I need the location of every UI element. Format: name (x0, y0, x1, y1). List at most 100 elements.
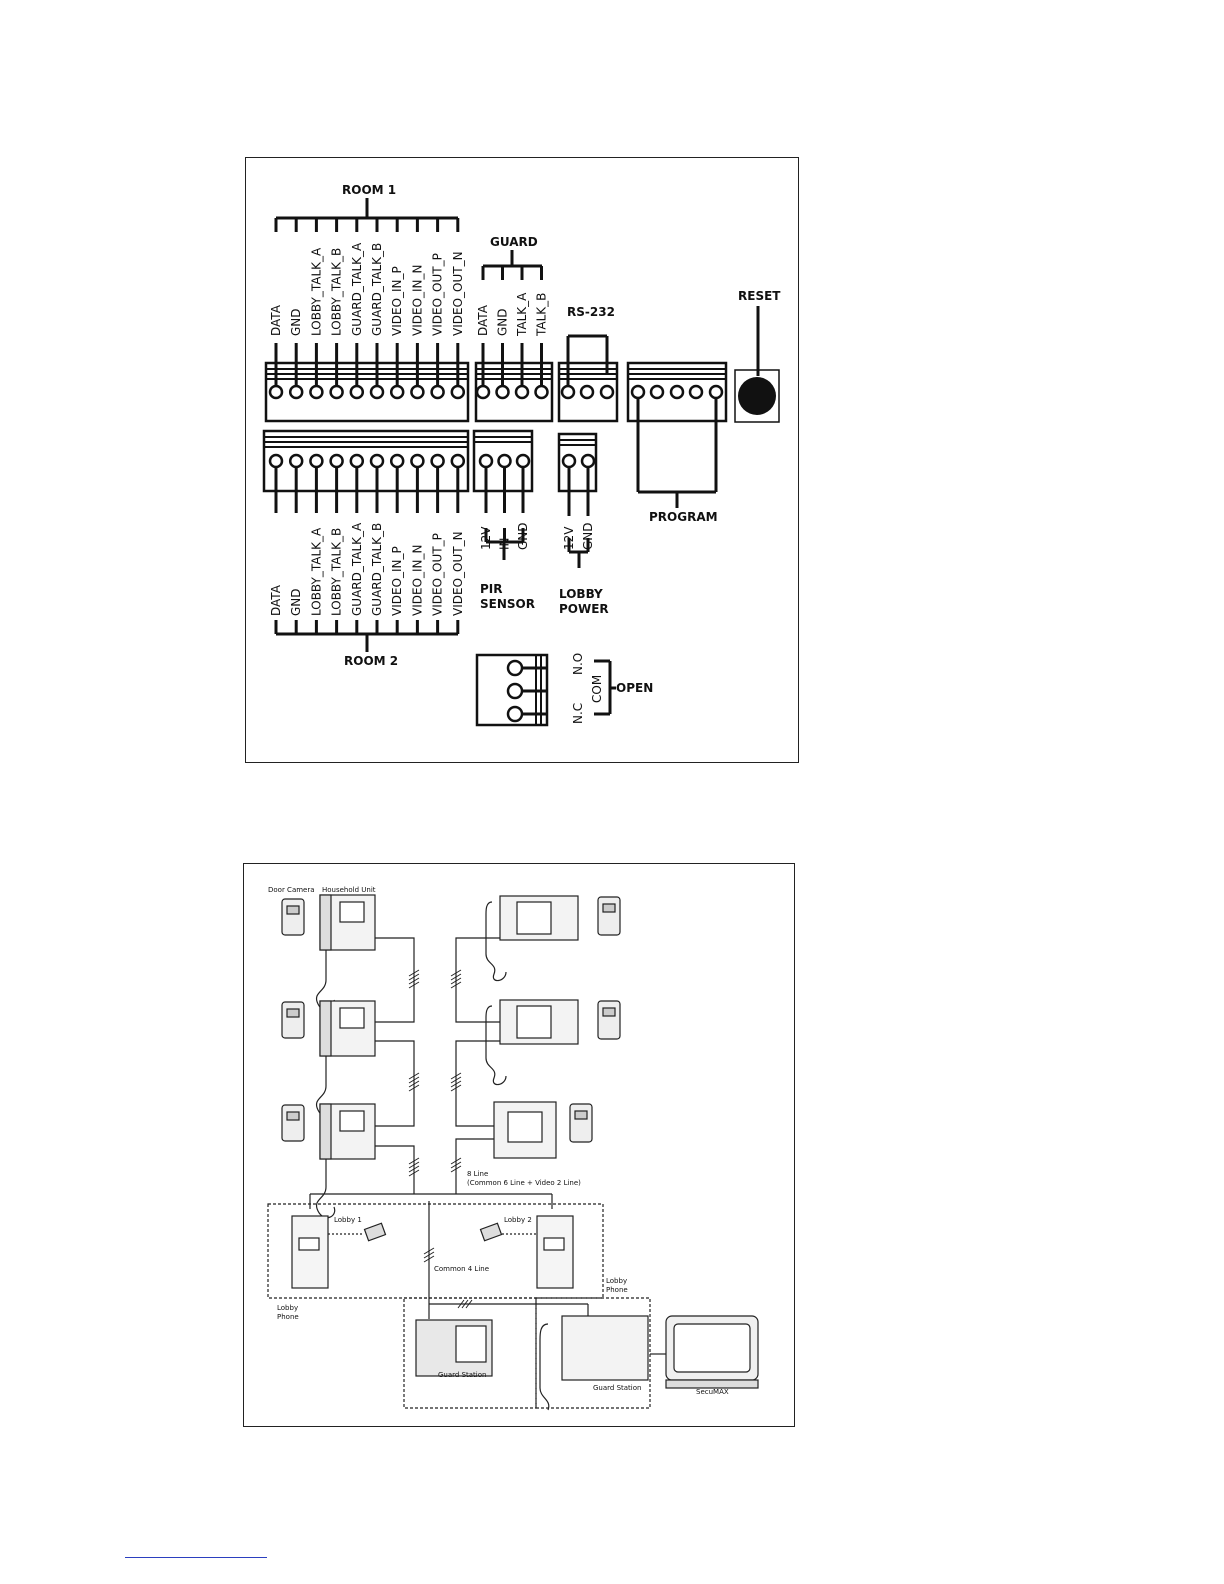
lobby1-label: Lobby 1 (334, 1216, 362, 1224)
room1-terminal-screw (450, 384, 466, 400)
room1-terminal-screw (268, 384, 284, 400)
household-unit-1 (316, 894, 376, 1012)
pir-pin-label: 12V (479, 526, 493, 550)
room1-pin-label: VIDEO_IN_N (410, 264, 424, 336)
room1-pin-label: LOBBY_TALK_A (309, 247, 323, 336)
household-unit-label: Household Unit (322, 886, 376, 894)
guard-station-1 (415, 1319, 493, 1377)
program-terminal-screw (688, 384, 704, 400)
terminal-dynamic: DATA GND LOBBY_TALK_A LOBBY_TALK_B GUARD_TAL… (268, 183, 781, 724)
door-camera-3 (281, 1104, 305, 1142)
pir-pin-label: IN (498, 537, 512, 550)
open-terminal-screw (506, 705, 524, 723)
guard-terminal-screw (514, 384, 530, 400)
room2-pin-label: GUARD_TALK_B (370, 523, 384, 616)
room1-terminal-screw (430, 384, 445, 400)
room2-pin-label: VIDEO_OUT_P (431, 533, 445, 616)
program-title: PROGRAM (649, 510, 718, 524)
program-terminal-screw (708, 384, 724, 400)
eight-line-sub-label: (Common 6 Line + Video 2 Line) (467, 1179, 581, 1187)
room2-terminal-screw (309, 453, 324, 469)
door-camera-4 (597, 896, 621, 936)
open-pin-label-com: COM (590, 675, 604, 703)
lobby-power-pin-label: 12V (562, 526, 576, 550)
door-camera-6 (569, 1103, 593, 1143)
secumax-monitor (665, 1315, 759, 1389)
rs232-terminal-screw (579, 384, 595, 400)
room2-pin-label: GUARD_TALK_A (350, 522, 364, 616)
lobby-phone-2 (536, 1215, 574, 1289)
room1-terminal-screw (410, 384, 425, 400)
pir-pin-label: GND (516, 522, 530, 550)
pir-terminal-screw (497, 453, 512, 469)
room2-pin-label: VIDEO_IN_N (410, 544, 424, 616)
room2-pin-label: LOBBY_TALK_A (309, 527, 323, 616)
room2-terminal-screw (369, 453, 385, 469)
system-diagram-svg: Door Camera Household Unit 8 Line (Commo… (267, 886, 759, 1411)
pir-title-line2: SENSOR (480, 597, 535, 611)
room1-title: ROOM 1 (342, 183, 396, 197)
lobby-power-title-line2: POWER (559, 602, 609, 616)
common4-label: Common 4 Line (434, 1265, 489, 1273)
lobby-phone-right-label-2: Phone (606, 1286, 628, 1294)
room1-pin-label: GND (289, 308, 303, 336)
room2-pin-label: GND (289, 588, 303, 616)
room2-terminal-screw (450, 453, 466, 469)
room1-terminal-screw (309, 384, 324, 400)
secumax-label: SecuMAX (696, 1388, 729, 1396)
system-diagram: Door Camera Household Unit 8 Line (Commo… (243, 863, 795, 1427)
pir-terminal-screw (478, 453, 494, 469)
rs232-title: RS-232 (567, 305, 615, 319)
reset-title: RESET (738, 289, 781, 303)
door-sensor-2 (479, 1222, 503, 1242)
rs232-terminal-screw (560, 384, 576, 400)
open-terminal-screw (506, 682, 524, 700)
guard-station-2-label: Guard Station (593, 1384, 641, 1392)
room2-terminal-screw (268, 453, 284, 469)
guard-terminal-screw (534, 384, 549, 400)
room1-pin-label: GUARD_TALK_B (370, 243, 384, 336)
lobby-phone-right-label-1: Lobby (606, 1277, 627, 1285)
room2-terminal-screw (430, 453, 445, 469)
room2-pin-label: VIDEO_IN_P (390, 546, 404, 616)
room1-pin-label: GUARD_TALK_A (350, 242, 364, 336)
room2-terminal-screw (349, 453, 365, 469)
guard-terminal-screw (495, 384, 510, 400)
room2-terminal-screw (410, 453, 425, 469)
household-unit-6 (493, 1101, 557, 1159)
door-camera-1 (281, 898, 305, 936)
lobby-phone-left-label-1: Lobby (277, 1304, 298, 1312)
guard-title: GUARD (490, 235, 538, 249)
room1-terminal-screw (369, 384, 385, 400)
program-terminal-screw (669, 384, 685, 400)
lobby-phone-left-label-2: Phone (277, 1313, 299, 1321)
lobby-power-pin-label: GND (581, 522, 595, 550)
guard-pin-label: TALK_A (515, 292, 529, 337)
room2-pin-label: LOBBY_TALK_B (330, 528, 344, 616)
household-unit-4 (485, 895, 579, 982)
door-camera-2 (281, 1001, 305, 1039)
door-sensor-1 (363, 1222, 387, 1242)
pir-terminal-screw (515, 453, 531, 469)
lobby2-label: Lobby 2 (504, 1216, 532, 1224)
room1-terminal-screw (329, 384, 344, 400)
household-unit-5 (485, 999, 579, 1086)
program-terminal-screw (649, 384, 665, 400)
lobby-power-title-line1: LOBBY (559, 587, 603, 601)
open-title: OPEN (616, 681, 653, 695)
open-pin-label-nc: N.C (571, 703, 585, 724)
guard-pin-label: GND (496, 308, 510, 336)
program-terminal-screw (630, 384, 646, 400)
guard-terminal-screw (475, 384, 491, 400)
open-terminal-screw (506, 659, 524, 677)
lobby-power-terminal-screw (580, 453, 596, 469)
guard-pin-label: TALK_B (535, 293, 549, 337)
room2-terminal-screw (288, 453, 304, 469)
guard-station-2 (539, 1315, 649, 1411)
lobby-phone-1 (291, 1215, 329, 1289)
open-pin-label-no: N.O (571, 653, 585, 675)
door-camera-label: Door Camera (268, 886, 315, 894)
household-unit-2 (316, 1000, 376, 1118)
room2-pin-label: DATA (269, 584, 283, 616)
room1-pin-label: VIDEO_OUT_P (431, 253, 445, 336)
